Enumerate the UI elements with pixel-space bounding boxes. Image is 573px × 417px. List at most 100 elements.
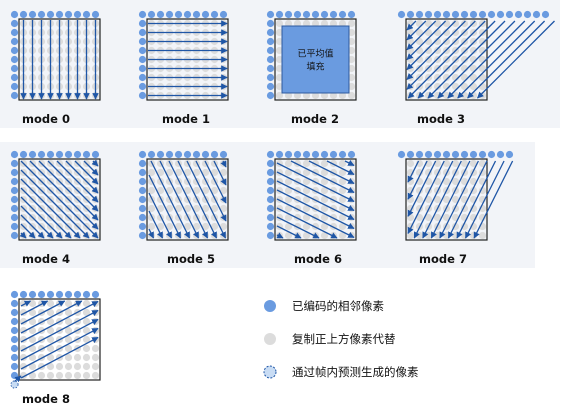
copied-pixel-icon bbox=[264, 333, 276, 345]
predicted-pixel bbox=[442, 64, 451, 73]
prediction-arrow bbox=[406, 20, 437, 51]
prediction-arrow bbox=[406, 20, 466, 80]
left-neighbor-pixel bbox=[266, 177, 275, 186]
prediction-arrow bbox=[159, 160, 200, 239]
predicted-pixel bbox=[442, 213, 451, 222]
top-neighbor-pixel bbox=[73, 10, 82, 19]
top-neighbor-pixel bbox=[174, 10, 183, 19]
predicted-pixel bbox=[156, 204, 165, 213]
prediction-arrow bbox=[20, 214, 45, 239]
predicted-pixel bbox=[433, 37, 442, 46]
left-neighbor-pixel bbox=[266, 213, 275, 222]
predicted-pixel bbox=[284, 19, 293, 28]
prediction-arrow bbox=[427, 20, 506, 99]
prediction-arrow bbox=[20, 327, 99, 370]
predicted-pixel bbox=[338, 222, 347, 231]
top-neighbor-pixel bbox=[10, 10, 19, 19]
prediction-arrow bbox=[464, 160, 505, 239]
predicted-pixel bbox=[275, 82, 284, 91]
top-neighbor-pixel bbox=[10, 290, 19, 299]
prediction-arrow bbox=[20, 160, 99, 239]
predicted-pixel bbox=[302, 186, 311, 195]
top-neighbor-pixel bbox=[505, 150, 514, 159]
predicted-pixel bbox=[469, 64, 478, 73]
top-neighbor-pixel bbox=[478, 10, 487, 19]
left-neighbor-pixel bbox=[10, 335, 19, 344]
left-neighbor-pixel bbox=[266, 55, 275, 64]
predicted-pixel bbox=[201, 204, 210, 213]
predicted-pixel bbox=[320, 177, 329, 186]
top-neighbor-pixel bbox=[156, 150, 165, 159]
prediction-arrow bbox=[447, 160, 488, 239]
predicted-pixel bbox=[284, 159, 293, 168]
predicted-pixel bbox=[460, 19, 469, 28]
predicted-pixel bbox=[433, 82, 442, 91]
top-neighbor-pixel bbox=[266, 10, 275, 19]
top-neighbor-pixel bbox=[147, 150, 156, 159]
left-neighbor-pixel bbox=[10, 46, 19, 55]
top-neighbor-pixel bbox=[433, 150, 442, 159]
predicted-pixel bbox=[311, 19, 320, 28]
left-neighbor-pixel bbox=[138, 204, 147, 213]
predicted-pixel bbox=[320, 168, 329, 177]
predicted-pixel bbox=[156, 186, 165, 195]
predicted-pixel bbox=[174, 186, 183, 195]
left-neighbor-pixel bbox=[10, 55, 19, 64]
left-neighbor-pixel bbox=[266, 64, 275, 73]
left-neighbor-pixel bbox=[10, 213, 19, 222]
prediction-arrow bbox=[20, 318, 99, 361]
prediction-arrow bbox=[467, 20, 546, 99]
predicted-pixel bbox=[183, 204, 192, 213]
prediction-arrow bbox=[477, 20, 555, 99]
predicted-pixel bbox=[424, 195, 433, 204]
predicted-pixel bbox=[46, 353, 55, 362]
predicted-pixel bbox=[147, 168, 156, 177]
predicted-pixel bbox=[433, 177, 442, 186]
top-neighbor-pixel bbox=[55, 290, 64, 299]
predicted-pixel bbox=[28, 371, 37, 380]
top-neighbor-pixel bbox=[275, 10, 284, 19]
predicted-pixel bbox=[460, 177, 469, 186]
left-neighbor-pixel bbox=[10, 344, 19, 353]
left-neighbor-pixel bbox=[10, 353, 19, 362]
predicted-pixel bbox=[82, 317, 91, 326]
top-neighbor-pixel bbox=[183, 10, 192, 19]
prediction-arrow bbox=[20, 205, 54, 239]
predicted-pixel bbox=[347, 55, 356, 64]
block-border bbox=[274, 158, 357, 241]
predicted-pixel bbox=[320, 213, 329, 222]
predicted-pixel bbox=[433, 195, 442, 204]
top-neighbor-pixel bbox=[469, 150, 478, 159]
top-neighbor-pixel bbox=[19, 150, 28, 159]
prediction-arrow bbox=[20, 178, 81, 239]
prediction-arrow bbox=[38, 160, 99, 221]
generated-pixel bbox=[10, 380, 19, 389]
predicted-pixel bbox=[347, 37, 356, 46]
left-neighbor-pixel bbox=[138, 28, 147, 37]
prediction-arrow bbox=[177, 160, 218, 239]
predicted-pixel bbox=[347, 64, 356, 73]
left-neighbor-pixel bbox=[10, 317, 19, 326]
predicted-pixel bbox=[91, 362, 100, 371]
top-neighbor-pixel bbox=[37, 150, 46, 159]
predicted-pixel bbox=[284, 222, 293, 231]
predicted-pixel bbox=[275, 37, 284, 46]
top-neighbor-pixel bbox=[73, 290, 82, 299]
mode-4-block: mode 4 bbox=[10, 150, 101, 266]
top-neighbor-pixel bbox=[275, 150, 284, 159]
predicted-pixel bbox=[415, 55, 424, 64]
predicted-pixel bbox=[201, 222, 210, 231]
top-neighbor-pixel bbox=[55, 10, 64, 19]
predicted-pixel bbox=[320, 159, 329, 168]
predicted-pixel bbox=[347, 46, 356, 55]
left-neighbor-pixel bbox=[138, 19, 147, 28]
left-neighbor-pixel bbox=[10, 177, 19, 186]
predicted-pixel bbox=[219, 168, 228, 177]
prediction-arrow bbox=[417, 20, 496, 99]
top-neighbor-pixel bbox=[37, 10, 46, 19]
top-neighbor-pixel bbox=[46, 10, 55, 19]
top-neighbor-pixel bbox=[338, 150, 347, 159]
prediction-arrow bbox=[20, 300, 32, 307]
left-neighbor-pixel bbox=[138, 186, 147, 195]
prediction-arrow bbox=[147, 228, 155, 239]
